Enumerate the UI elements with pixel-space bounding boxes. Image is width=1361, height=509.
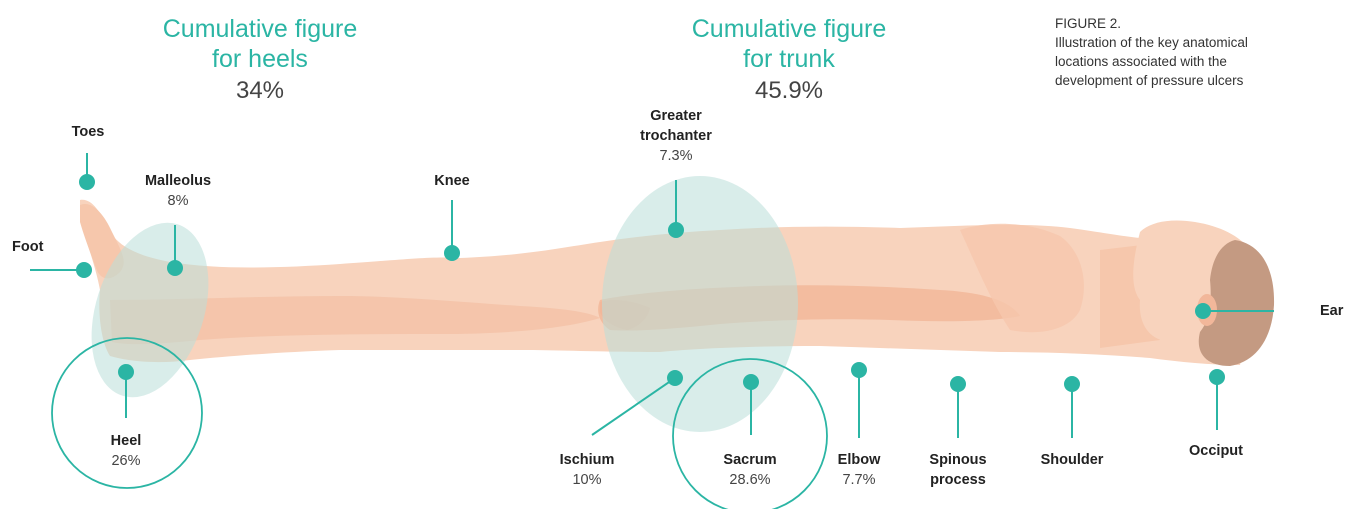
knee-dot: [444, 245, 460, 261]
heel-name: Heel: [111, 433, 142, 449]
trochanter-value: 7.3%: [640, 146, 712, 166]
sacrum-label: Sacrum 28.6%: [723, 450, 776, 490]
caption-line1: FIGURE 2.: [1055, 14, 1325, 33]
ischium-label: Ischium 10%: [560, 450, 615, 490]
shoulder-dot: [1064, 376, 1080, 392]
caption-line4: development of pressure ulcers: [1055, 71, 1325, 90]
figure-caption: FIGURE 2. Illustration of the key anatom…: [1055, 14, 1325, 90]
occiput-name: Occiput: [1189, 443, 1243, 459]
malleolus-value: 8%: [145, 191, 211, 211]
ischium-name: Ischium: [560, 452, 615, 468]
ischium-dot: [667, 370, 683, 386]
heel-label: Heel 26%: [111, 431, 142, 471]
sacrum-value: 28.6%: [723, 470, 776, 490]
trochanter-name-line2: trochanter: [640, 126, 712, 146]
malleolus-label: Malleolus 8%: [145, 171, 211, 211]
elbow-value: 7.7%: [838, 470, 881, 490]
foot-label: Foot: [12, 237, 43, 257]
trunk-zone: [602, 176, 798, 432]
elbow-label: Elbow 7.7%: [838, 450, 881, 490]
heel-value: 26%: [111, 451, 142, 471]
malleolus-dot: [167, 260, 183, 276]
knee-name: Knee: [434, 173, 469, 189]
caption-line2: Illustration of the key anatomical: [1055, 33, 1325, 52]
heels-header: Cumulative figure for heels 34%: [150, 14, 370, 106]
trunk-header-line1: Cumulative figure: [679, 14, 899, 44]
trunk-header: Cumulative figure for trunk 45.9%: [679, 14, 899, 106]
spinous-dot: [950, 376, 966, 392]
spinous-name-line2: process: [929, 470, 986, 490]
toes-dot: [79, 174, 95, 190]
heels-header-line2: for heels: [150, 44, 370, 74]
trunk-header-value: 45.9%: [679, 76, 899, 106]
ischium-value: 10%: [560, 470, 615, 490]
knee-label: Knee: [434, 171, 469, 191]
caption-line3: locations associated with the: [1055, 52, 1325, 71]
shoulder-name: Shoulder: [1041, 452, 1104, 468]
elbow-dot: [851, 362, 867, 378]
ear-name: Ear: [1320, 303, 1343, 319]
ear-dot: [1195, 303, 1211, 319]
ear-label: Ear: [1320, 301, 1343, 321]
toes-name: Toes: [72, 124, 105, 140]
elbow-name: Elbow: [838, 452, 881, 468]
occiput-dot: [1209, 369, 1225, 385]
foot-dot: [76, 262, 92, 278]
trochanter-dot: [668, 222, 684, 238]
toes-label: Toes: [72, 122, 105, 142]
heels-header-value: 34%: [150, 76, 370, 106]
sacrum-name: Sacrum: [723, 452, 776, 468]
spinous-name-line1: Spinous: [929, 450, 986, 470]
trochanter-name-line1: Greater: [640, 106, 712, 126]
occiput-label: Occiput: [1189, 441, 1243, 461]
sacrum-dot: [743, 374, 759, 390]
malleolus-name: Malleolus: [145, 173, 211, 189]
heel-dot: [118, 364, 134, 380]
foot-name: Foot: [12, 239, 43, 255]
shoulder-label: Shoulder: [1041, 450, 1104, 470]
trunk-header-line2: for trunk: [679, 44, 899, 74]
heels-header-line1: Cumulative figure: [150, 14, 370, 44]
spinous-process-label: Spinous process: [929, 450, 986, 490]
greater-trochanter-label: Greater trochanter 7.3%: [640, 106, 712, 166]
